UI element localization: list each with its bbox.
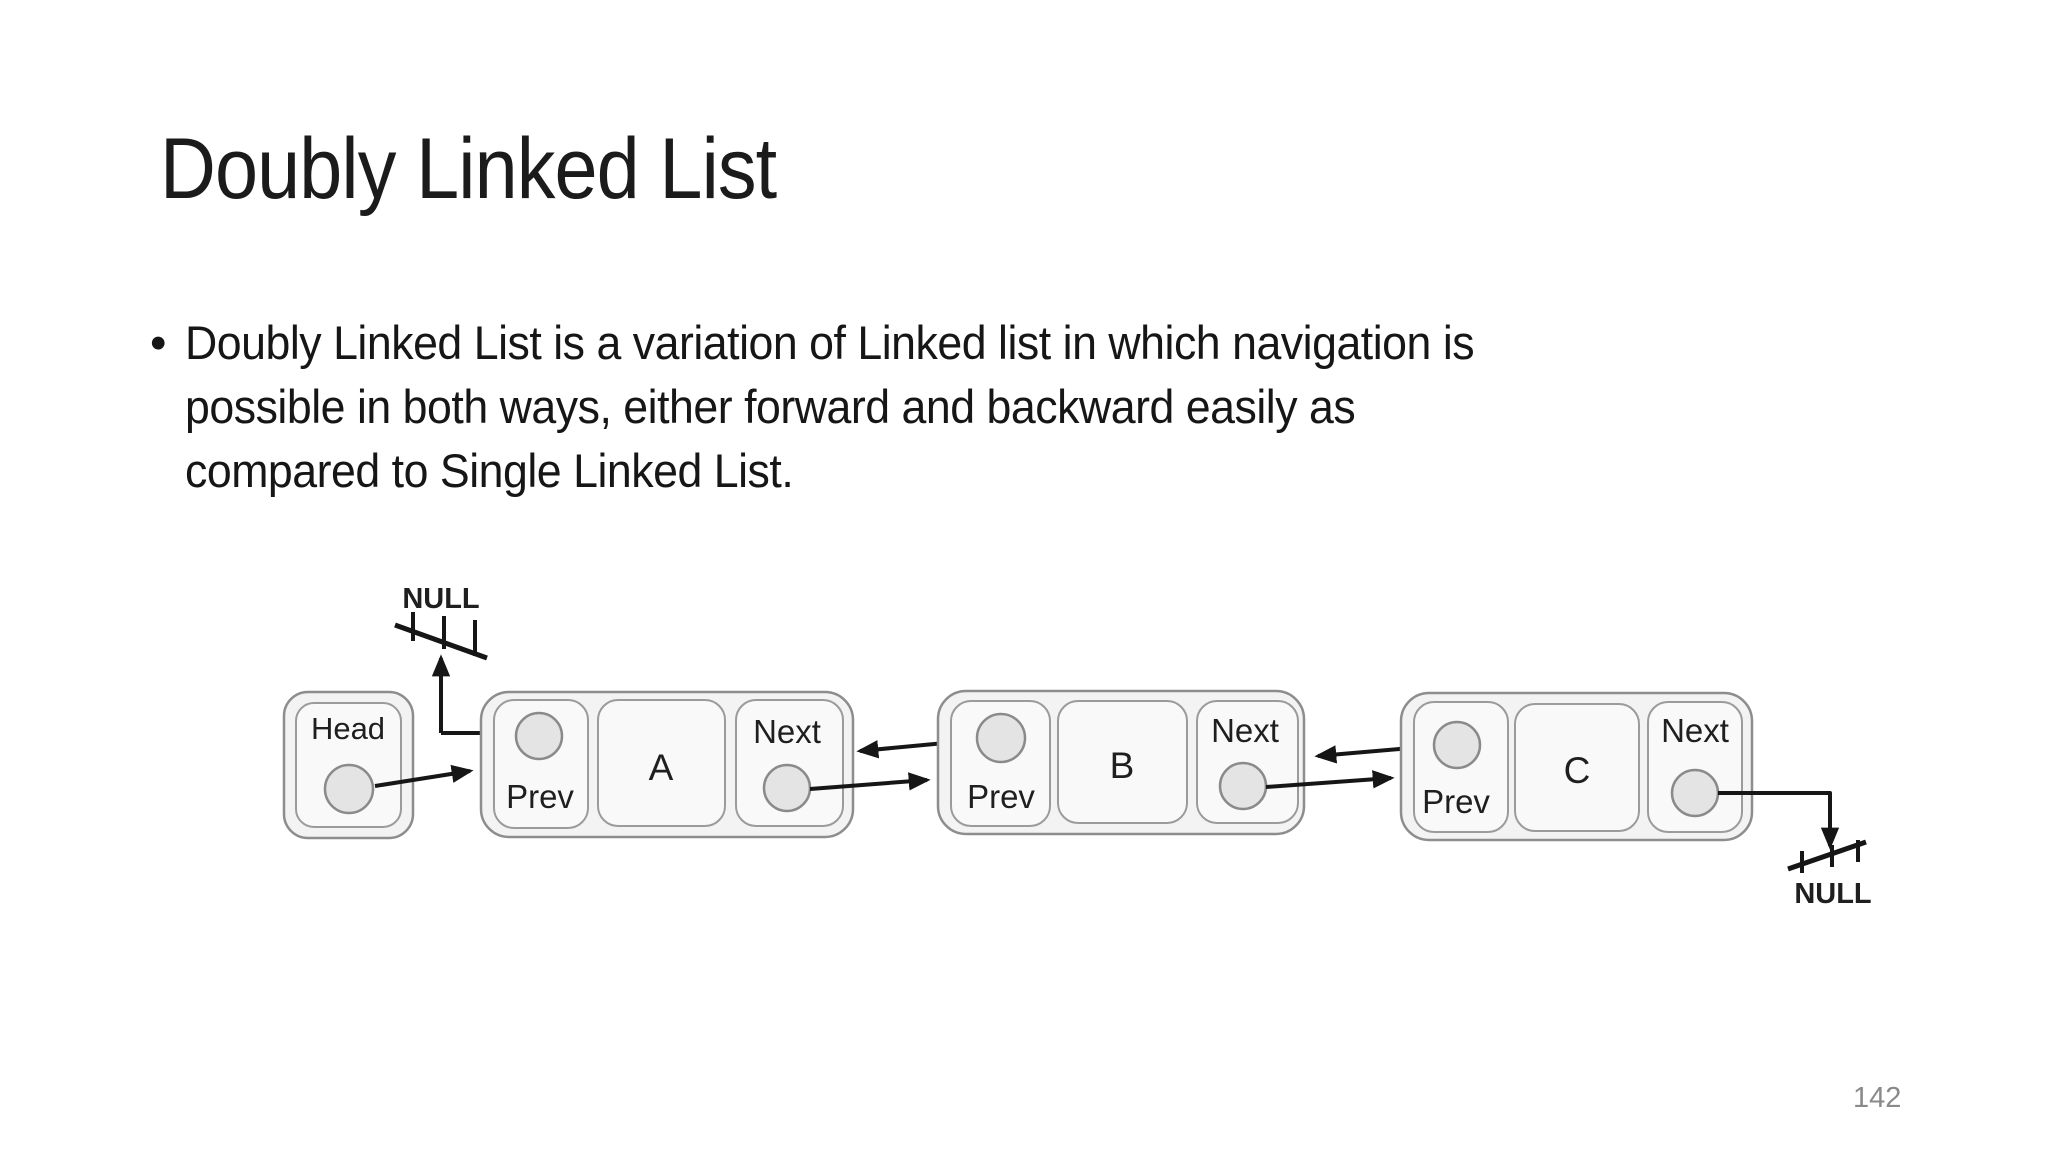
bullet-paragraph: Doubly Linked List is a variation of Lin… <box>185 311 1475 503</box>
a-next-to-b-arrow <box>809 772 931 791</box>
head-pointer-circle <box>323 763 375 815</box>
node-b-value: B <box>1110 745 1135 786</box>
head-to-a-arrow <box>374 764 474 788</box>
node-a-next-circle <box>762 763 812 813</box>
node-a-value-cell <box>597 699 726 827</box>
node-a-prev-label: Prev <box>506 778 574 815</box>
node-c-prev-circle <box>1432 720 1482 770</box>
null-terminator-bottom: NULL <box>1718 791 1872 910</box>
null-terminator-top: NULL <box>394 583 515 735</box>
node-c: Prev C Next <box>1399 691 1754 842</box>
null-bottom-label: NULL <box>1794 878 1871 910</box>
node-a-next-label: Next <box>753 713 821 750</box>
node-b-value-cell <box>1057 700 1188 824</box>
node-c-next-circle <box>1670 768 1720 818</box>
node-b-next-label: Next <box>1211 712 1279 749</box>
node-a-next-cell <box>735 699 844 827</box>
node-a-prev-circle <box>514 711 564 761</box>
bullet-marker: • <box>150 316 167 369</box>
c-next-to-null-arrow <box>1718 791 1840 850</box>
null-top-label: NULL <box>402 583 479 615</box>
null-top-ground-stroke <box>394 622 488 661</box>
page-number: 142 <box>1853 1082 1902 1114</box>
node-c-value-cell <box>1514 703 1640 832</box>
node-b-prev-label: Prev <box>967 778 1035 815</box>
bullet-line-3: compared to Single Linked List. <box>185 444 794 497</box>
node-b: Prev B Next <box>936 689 1306 836</box>
doubly-linked-list-diagram: NULL Head Prev A Next <box>282 583 1872 910</box>
node-c-prev-label: Prev <box>1422 783 1490 820</box>
bullet-line-2: possible in both ways, either forward an… <box>185 380 1356 433</box>
node-a-value: A <box>649 747 674 788</box>
node-b-next-circle <box>1218 761 1268 811</box>
node-c-next-cell <box>1647 701 1743 833</box>
node-c-next-label: Next <box>1661 712 1729 749</box>
b-next-to-c-arrow <box>1265 770 1395 789</box>
head-label: Head <box>311 711 385 746</box>
slide-title: Doubly Linked List <box>160 121 777 217</box>
null-bottom-ground-stroke <box>1787 839 1867 872</box>
head-box: Head <box>282 690 415 840</box>
node-c-value: C <box>1564 750 1591 791</box>
bullet-line-1: Doubly Linked List is a variation of Lin… <box>185 316 1475 369</box>
node-a: Prev A Next <box>479 690 855 839</box>
node-b-prev-circle <box>975 712 1027 764</box>
